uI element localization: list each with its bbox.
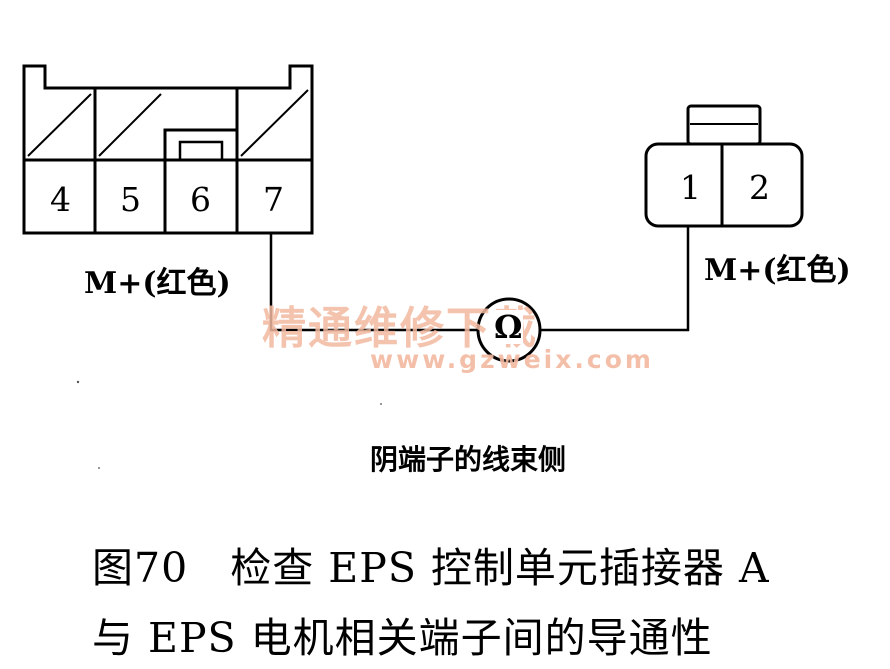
watermark-text: 精通维修下载 xyxy=(262,303,538,354)
pin-5-blank-hatch xyxy=(98,93,162,157)
wire-label-connector-a: M+(红色) xyxy=(84,266,231,301)
motor-connector-housing xyxy=(644,142,804,228)
speck xyxy=(380,403,382,405)
pin-label-6: 6 xyxy=(190,180,211,219)
harness-side-label: 阴端子的线束侧 xyxy=(370,443,567,476)
connector-a xyxy=(22,64,314,235)
wire-label-motor: M+(红色) xyxy=(704,253,851,288)
pin-label-4: 4 xyxy=(50,180,71,219)
connector-a-latch xyxy=(178,140,224,162)
pin-7-blank-hatch xyxy=(240,89,309,157)
pin-label-5: 5 xyxy=(120,180,141,219)
watermark-url: www.gzweix.com xyxy=(370,345,654,374)
ohm-symbol: Ω xyxy=(493,308,524,346)
pin-label-1: 1 xyxy=(680,168,701,207)
ohmmeter xyxy=(476,297,542,363)
test-wiring xyxy=(269,226,690,363)
connector-a-slot-notch xyxy=(163,128,239,160)
motor-connector xyxy=(644,104,804,228)
figure-caption-line-2: 与 EPS 电机相关端子间的导通性 xyxy=(92,614,713,662)
speck xyxy=(76,380,80,384)
connector-a-housing xyxy=(22,64,314,235)
pin-label-2: 2 xyxy=(749,168,770,207)
figure-caption-line-1: 图70 检查 EPS 控制单元插接器 A xyxy=(92,544,770,592)
speck xyxy=(98,467,100,469)
pin-4-blank-hatch xyxy=(27,93,92,157)
wire-pin-7 xyxy=(269,233,478,332)
pin-label-7: 7 xyxy=(263,180,284,219)
wire-pin-1 xyxy=(540,226,690,332)
